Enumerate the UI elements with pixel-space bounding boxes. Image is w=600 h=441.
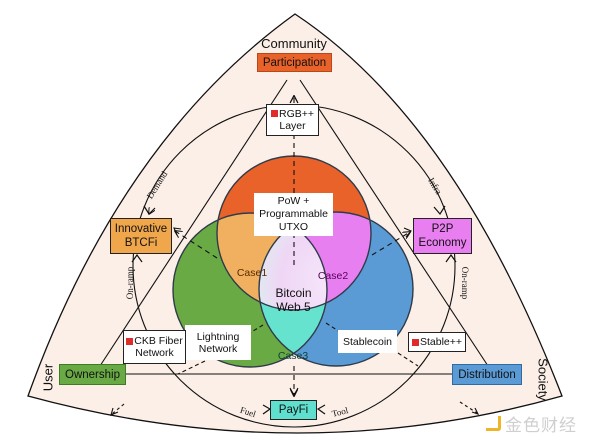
venn-right-label: Stablecoin [342, 335, 393, 348]
dashed-arrowhead-distribution [471, 407, 480, 415]
protocol-stable-plus[interactable]: Stable++ [408, 332, 466, 352]
dashed-arrowhead-ownership [110, 407, 119, 416]
venn-label-lightning[interactable]: Lightning Network [185, 325, 251, 360]
arc-label-fuel: Fuel [238, 404, 258, 420]
arc-label-onramp-right: On-ramp [460, 266, 470, 300]
venn-center-line1: Bitcoin [275, 286, 312, 300]
node-p2p-line1: P2P [431, 223, 454, 235]
arc-label-infra: Infra [426, 175, 444, 197]
node-payfi-label: PayFi [278, 404, 309, 416]
node-participation-label: Participation [262, 56, 327, 69]
protocol-rgb-line1: RGB++ [278, 108, 315, 120]
dashed-arrow-to-p2p [371, 232, 410, 256]
venn-case2-label: Case2 [317, 270, 349, 282]
watermark: 金色财经 [486, 411, 577, 436]
node-btcfi-line2: BTCFi [124, 237, 158, 249]
node-participation[interactable]: Participation [257, 53, 332, 72]
venn-top-line1: PoW + [277, 195, 310, 207]
dashed-link-ckb-ownership [111, 403, 125, 415]
venn-center-label[interactable]: Bitcoin Web 5 [266, 286, 321, 314]
venn-outline-left [172, 212, 328, 368]
venn-label-stablecoin[interactable]: Stablecoin [338, 330, 397, 353]
dashed-arrowhead-payfi [289, 387, 299, 397]
arc-label-onramp-left: On-ramp [125, 266, 135, 300]
arc-label-demand: Demand [144, 169, 170, 201]
protocol-rgb-line2: Layer [279, 120, 306, 132]
protocol-ckb-fiber[interactable]: CKB Fiber Network [123, 330, 186, 364]
protocol-stable-label: Stable++ [419, 336, 463, 348]
dashed-link-stablecoin-stablepp [397, 352, 419, 367]
node-p2p-economy[interactable]: P2P Economy [413, 218, 472, 254]
venn-label-top[interactable]: PoW + Programmable UTXO [254, 193, 333, 236]
dashed-arrowhead-btcfi [173, 227, 182, 236]
corner-label-society: Society [535, 358, 551, 401]
venn-top-line2: Programmable [259, 208, 328, 220]
stable-badge-icon [411, 338, 419, 346]
protocol-ckb-line1: CKB Fiber [134, 335, 183, 347]
venn-case1-label: Case1 [236, 267, 268, 279]
demand-arrowhead [143, 205, 156, 215]
triangle-edge-right [299, 79, 491, 370]
venn-center-line2: Web 5 [276, 300, 311, 314]
ckb-badge-icon [126, 337, 134, 345]
corner-label-user: User [40, 363, 56, 392]
node-p2p-line2: Economy [418, 237, 467, 249]
node-payfi[interactable]: PayFi [270, 400, 317, 420]
node-distribution-label: Distribution [458, 368, 516, 381]
protocol-rgb-layer[interactable]: RGB++ Layer [266, 104, 319, 136]
watermark-text: 金色财经 [505, 416, 577, 436]
venn-left-line2: Network [198, 342, 238, 355]
dashed-arrowhead-up [289, 94, 299, 104]
triangle-edge-left [97, 79, 288, 370]
venn-outline-right [258, 211, 414, 367]
node-ownership[interactable]: Ownership [59, 364, 126, 385]
onramp-right-arrowhead [445, 253, 457, 263]
tool-arrowhead [316, 404, 326, 415]
rgb-badge-icon [270, 109, 278, 117]
venn-left-line1: Lightning [196, 330, 240, 343]
venn-top-line3: UTXO [278, 221, 309, 233]
venn-center-region [259, 213, 327, 310]
node-distribution[interactable]: Distribution [452, 364, 522, 385]
dashed-link-lightning-ckb [177, 360, 206, 375]
infra-arrowhead [433, 205, 446, 216]
dashed-arrowhead-p2p [403, 227, 412, 238]
onramp-left-arrowhead [131, 253, 143, 263]
node-btcfi-line1: Innovative [114, 223, 168, 235]
protocol-ckb-line2: Network [135, 347, 174, 359]
watermark-logo-icon [486, 416, 501, 431]
corner-label-community: Community [261, 36, 327, 51]
venn-case3-label: Case3 [277, 350, 309, 362]
arc-label-tool: Tool [330, 405, 350, 419]
node-innovative-btcfi[interactable]: Innovative BTCFi [110, 218, 172, 254]
dashed-link-center-stablecoin [325, 322, 341, 333]
node-ownership-label: Ownership [65, 368, 120, 381]
